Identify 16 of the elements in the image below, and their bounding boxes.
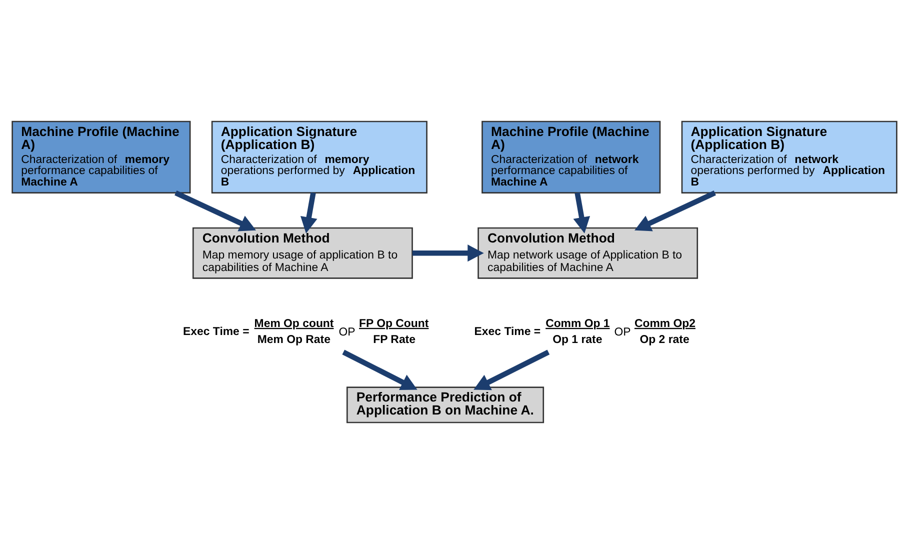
node-box: Machine Profile (Machine A) Characterization of memory performance capabilities of Machine A	[12, 120, 191, 194]
arrow	[300, 192, 318, 234]
node-box: Machine Profile (Machine A) Characterization of network performance capabilities of Machine A	[482, 120, 661, 194]
arrow	[174, 190, 256, 232]
arrow	[412, 244, 484, 262]
arrow	[634, 190, 716, 232]
node-text: Exec Time = Comm Op 1 OP Comm Op2 Op 1 rate Op 2 rate	[474, 318, 696, 346]
node-box: Convolution Method Map network usage of Application B to capabilities of Machine A	[478, 227, 698, 279]
node-box: Performance Prediction of Application B on Machine A.	[346, 386, 544, 424]
node-box: Convolution Method Map memory usage of application B to capabilities of Machine A	[192, 227, 413, 279]
node-box: Application Signature (Application B) Characterization of network operations performed by Application B	[681, 120, 898, 194]
node-text: Exec Time = Mem Op count OP FP Op Count Mem Op Rate FP Rate	[183, 318, 429, 346]
arrow	[573, 192, 590, 234]
node-box: Application Signature (Application B) Characterization of memory operations performed by Application B	[211, 120, 428, 194]
arrow	[474, 350, 550, 390]
arrow	[342, 350, 418, 390]
